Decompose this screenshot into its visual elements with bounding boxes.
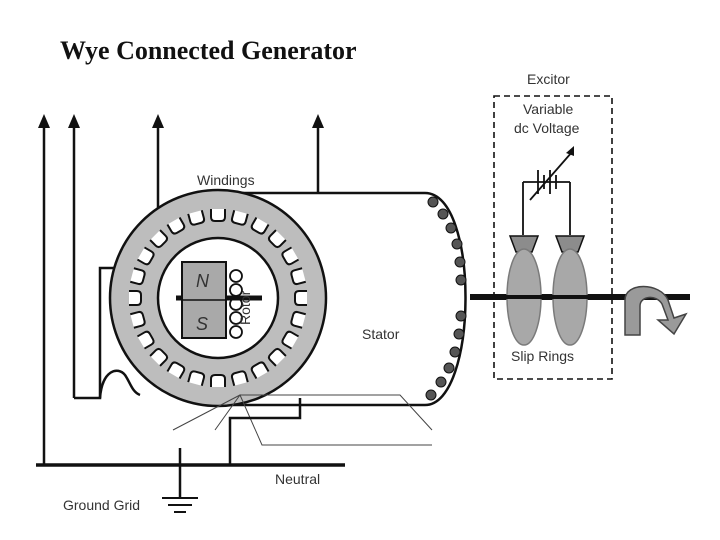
arrowhead-4 (312, 114, 324, 128)
winding-slot (136, 330, 155, 350)
winding-slot (210, 374, 226, 387)
winding-slot (281, 246, 300, 266)
winding-slot (149, 347, 169, 367)
winding-slot (210, 209, 226, 222)
stator-slots (129, 209, 307, 387)
winding-slot (166, 361, 186, 380)
windings-label: Windings (197, 172, 255, 188)
dc-source (522, 151, 573, 235)
rotation-arrow (624, 285, 688, 336)
ground-grid-label: Ground Grid (63, 497, 140, 513)
neutral-label: Neutral (275, 471, 320, 487)
winding-slot (129, 267, 146, 286)
excitor-label: Excitor (527, 71, 570, 87)
winding-slot (250, 361, 270, 380)
wye-lead-1 (228, 398, 302, 465)
ground-symbol (162, 497, 198, 513)
rotor-label: Rotor (237, 290, 253, 325)
variable-arrowhead (566, 146, 574, 156)
winding-slot (290, 267, 307, 286)
arrowhead-3 (152, 114, 164, 128)
slip-rings-label: Slip Rings (511, 348, 574, 364)
winding-slot (129, 290, 142, 306)
winding-slot (166, 216, 186, 235)
winding-slot (250, 216, 270, 235)
winding-slot (230, 209, 249, 226)
neutral-bus (36, 398, 345, 498)
winding-slot (230, 370, 249, 387)
winding-slot (187, 209, 206, 226)
arrowhead-1 (38, 114, 50, 128)
winding-slot (267, 347, 287, 367)
winding-slot (281, 330, 300, 350)
rotor-coil (229, 269, 243, 339)
rotor: N S Rotor (176, 261, 262, 339)
winding-slot (149, 229, 169, 249)
dc-voltage-label: dc Voltage (514, 120, 580, 136)
arrowheads (38, 114, 324, 128)
winding-slot (136, 246, 155, 266)
end-winding-bumps (425, 196, 467, 401)
brushes (508, 235, 586, 253)
stator-lead-lines (172, 394, 433, 446)
winding-slot (294, 290, 307, 306)
pole-south: S (196, 314, 208, 334)
winding-slot (187, 370, 206, 387)
stator-label: Stator (362, 326, 400, 342)
excitor-box (493, 95, 613, 380)
winding-slot (290, 310, 307, 329)
diagram-title: Wye Connected Generator (60, 36, 357, 65)
winding-slot (129, 310, 146, 329)
winding-slot (267, 229, 287, 249)
arrowhead-2 (68, 114, 80, 128)
coil-lead-loop (98, 369, 141, 399)
variable-label: Variable (523, 101, 574, 117)
brush-left (508, 235, 540, 253)
pole-north: N (196, 271, 210, 291)
brush-right (554, 235, 586, 253)
